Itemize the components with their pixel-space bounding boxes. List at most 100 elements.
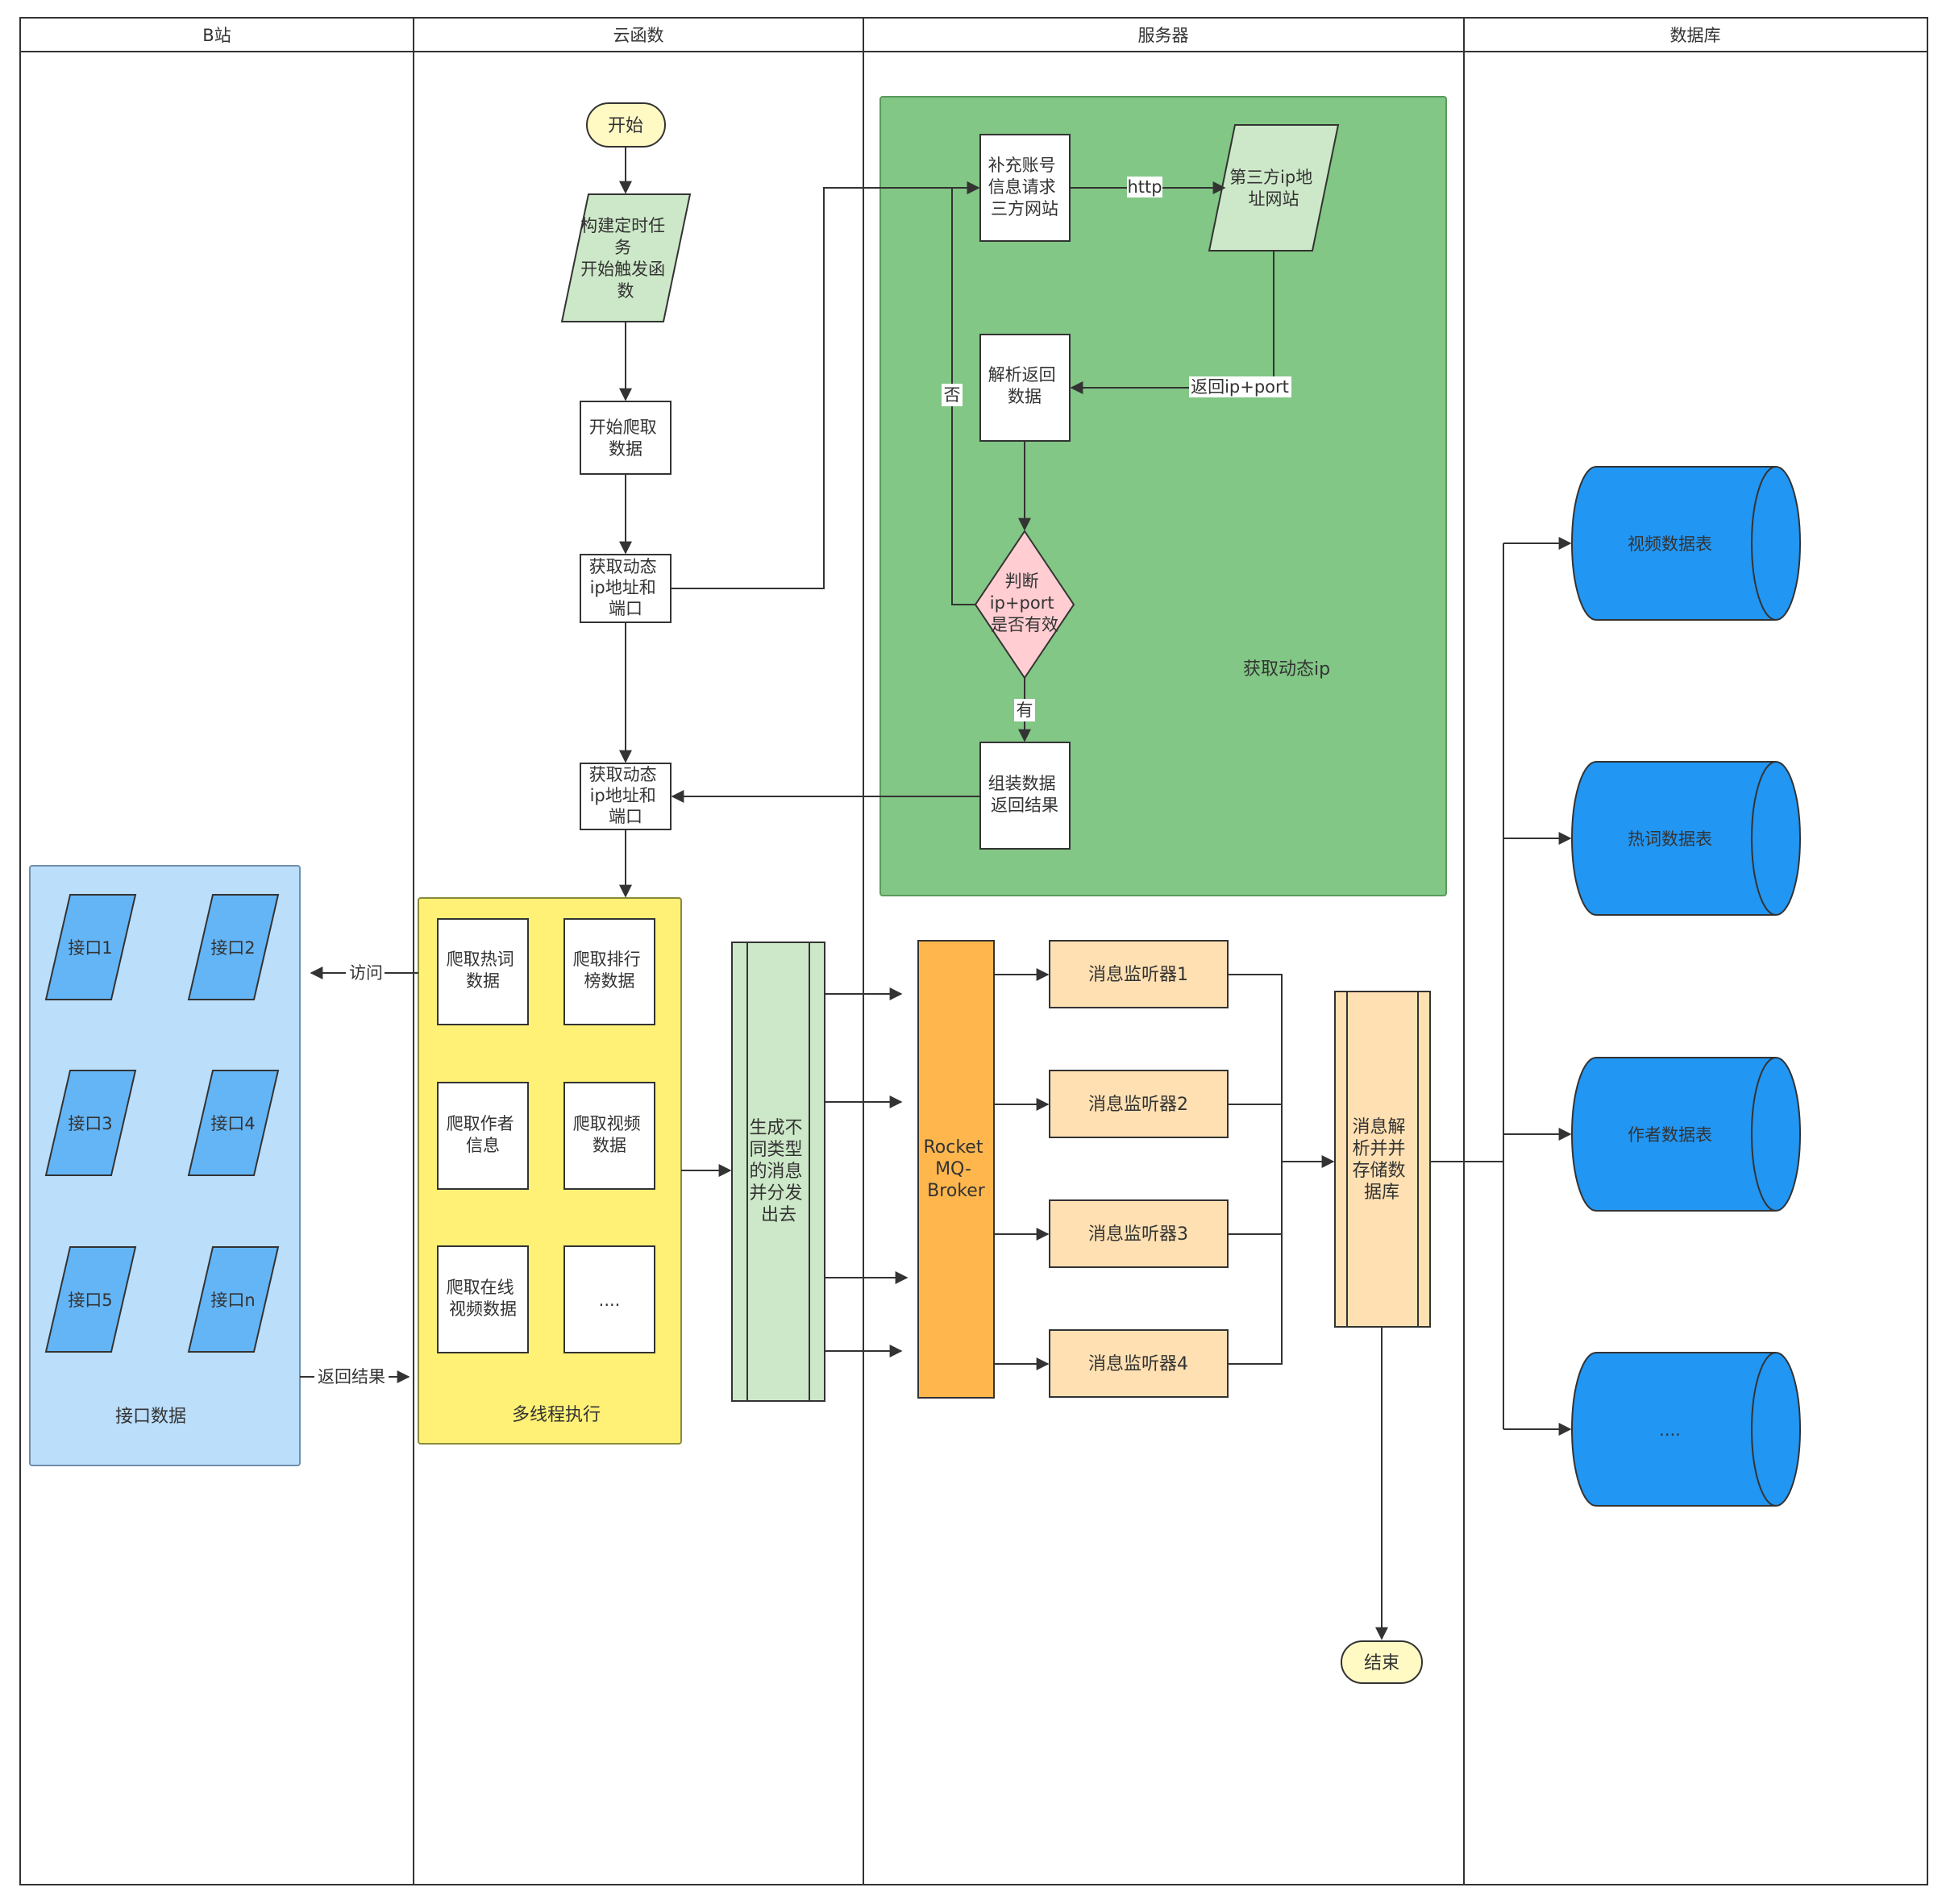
parse-return-box	[979, 334, 1071, 442]
listener-2	[1049, 1070, 1229, 1138]
lane-header-database: 数据库	[1670, 26, 1721, 45]
task-hot-words	[437, 918, 529, 1025]
start-crawl-label: 开始爬取 数据	[589, 418, 663, 459]
task-line: 数据	[466, 971, 500, 991]
parser-line: 存储数	[1352, 1161, 1405, 1181]
start-label: 开始	[608, 116, 643, 136]
task-more	[563, 1245, 655, 1353]
author-table-label: 作者数据表	[1628, 1125, 1712, 1145]
assemble-line: 组装数据	[988, 774, 1056, 793]
dispatcher-line: 同类型	[749, 1140, 802, 1160]
dispatcher-label: 生成不 同类型 的消息 并分发 出去	[749, 1118, 808, 1225]
dispatcher-line: 出去	[761, 1205, 796, 1225]
get-ip-label-2: 获取动态 ip地址和 端口	[589, 765, 663, 826]
api-item-5	[44, 1246, 137, 1353]
api-item-1-label: 接口1	[68, 938, 112, 958]
request-third-party-box	[979, 134, 1071, 242]
more-table-cylinder	[1571, 1352, 1801, 1507]
http-label: http	[1127, 177, 1162, 197]
assemble-line: 返回结果	[991, 796, 1058, 815]
no-label: 否	[944, 385, 961, 405]
task-line: 视频数据	[449, 1299, 517, 1319]
task-line: 爬取热词	[447, 950, 514, 969]
get-ip-line: 端口	[609, 807, 642, 826]
author-table: 作者数据表	[1571, 1057, 1801, 1212]
task-line: 数据	[593, 1136, 626, 1155]
third-party-line: 址网站	[1249, 189, 1299, 209]
return-result-label: 返回结果	[318, 1367, 385, 1386]
dynamic-ip-group	[879, 96, 1447, 896]
build-task-line: 数	[617, 281, 634, 301]
third-party-line: 第三方ip地	[1229, 168, 1312, 187]
listener-4-label: 消息监听器4	[1088, 1354, 1188, 1374]
author-table-cap	[1751, 1057, 1777, 1212]
parse-line: 解析返回	[988, 365, 1056, 385]
api-item-2-label: 接口2	[210, 938, 255, 958]
parser-line: 据库	[1364, 1183, 1399, 1203]
judge-line: 判断	[1005, 572, 1039, 591]
broker-line: Broker	[927, 1181, 986, 1201]
get-ip-line: ip地址和	[590, 578, 656, 597]
hotword-table-label: 热词数据表	[1628, 829, 1712, 849]
listener-2-label: 消息监听器2	[1088, 1095, 1188, 1115]
build-task-parallelogram	[560, 193, 692, 322]
third-party-site-label: 第三方ip地 址网站	[1229, 168, 1318, 209]
request-line: 补充账号	[988, 156, 1056, 175]
api-item-5-label: 接口5	[68, 1291, 112, 1310]
edge-listener-merge	[1228, 974, 1283, 1365]
task-line: 榜数据	[584, 971, 635, 991]
build-task-line: 开始触发函	[580, 260, 665, 279]
api-item-2	[187, 894, 280, 1000]
task-online-video	[437, 1245, 529, 1353]
api-item-3-label: 接口3	[68, 1114, 112, 1133]
request-third-party-label: 补充账号 信息请求 三方网站	[988, 156, 1062, 218]
end-terminal	[1341, 1640, 1423, 1684]
video-table-label: 视频数据表	[1628, 534, 1712, 554]
third-party-site-parallelogram	[1208, 124, 1340, 252]
video-table-cap	[1751, 466, 1777, 621]
lane-header-cloud-function: 云函数	[613, 26, 664, 45]
task-hot-words-label: 爬取热词 数据	[447, 950, 520, 991]
task-ranking-label: 爬取排行 榜数据	[573, 950, 647, 991]
task-line: 信息	[466, 1136, 500, 1155]
http-label-bg	[1127, 177, 1162, 197]
request-line: 三方网站	[991, 199, 1058, 218]
api-item-4	[187, 1070, 280, 1176]
get-ip-line: 获取动态	[589, 765, 657, 784]
api-item-n	[187, 1246, 280, 1353]
api-item-1	[44, 894, 137, 1000]
get-ip-label-1: 获取动态 ip地址和 端口	[589, 557, 663, 618]
hotword-table-cap	[1751, 761, 1777, 916]
get-ip-box-2	[580, 763, 672, 830]
access-label-bg	[346, 962, 385, 984]
assemble-result-box	[979, 742, 1071, 850]
yes-label-bg	[1014, 699, 1035, 721]
task-video-label: 爬取视频 数据	[573, 1114, 647, 1155]
start-crawl-box	[580, 401, 672, 475]
assemble-result-label: 组装数据 返回结果	[988, 774, 1062, 815]
more-table: ....	[1571, 1352, 1801, 1507]
parser-process	[1334, 991, 1431, 1328]
parse-return-label: 解析返回 数据	[988, 365, 1062, 406]
build-task-line: 构建定时任	[580, 216, 665, 235]
return-ip-label-bg	[1189, 376, 1291, 397]
dynamic-ip-group-label: 获取动态ip	[1243, 659, 1330, 680]
judge-line: 是否有效	[991, 615, 1058, 634]
task-video	[563, 1082, 655, 1190]
return-result-label-bg	[314, 1366, 389, 1388]
lane-header-server: 服务器	[1138, 26, 1189, 45]
access-label: 访问	[349, 963, 383, 983]
rocketmq-broker	[917, 940, 995, 1399]
judge-line: ip+port	[990, 593, 1054, 613]
api-item-4-label: 接口4	[210, 1114, 255, 1133]
build-task-label: 构建定时任 务 开始触发函 数	[580, 216, 671, 301]
start-crawl-line: 开始爬取	[589, 418, 657, 437]
database-tables: 视频数据表热词数据表作者数据表....	[1571, 466, 1801, 1507]
dispatcher-line: 并分发	[749, 1183, 802, 1204]
task-more-label: ....	[599, 1291, 621, 1310]
task-line: 爬取视频	[573, 1114, 641, 1133]
get-ip-line: 获取动态	[589, 557, 657, 576]
get-ip-line: 端口	[609, 599, 642, 618]
api-group-label: 接口数据	[115, 1407, 186, 1427]
